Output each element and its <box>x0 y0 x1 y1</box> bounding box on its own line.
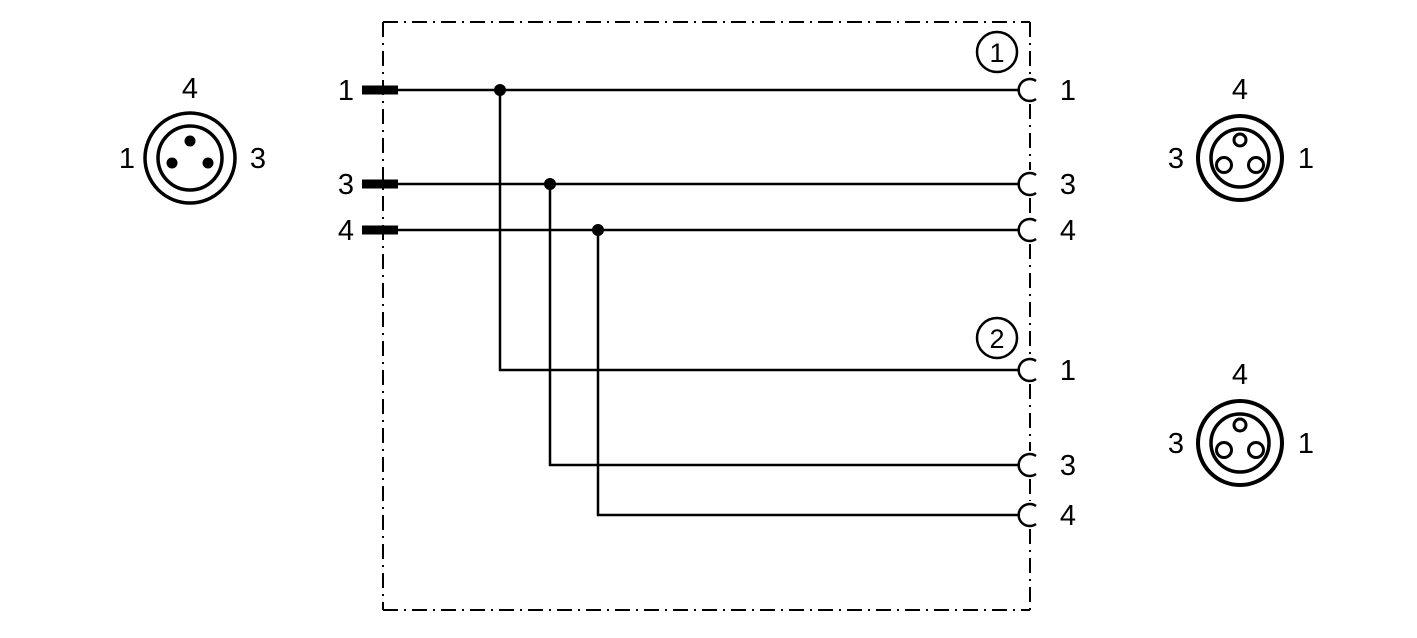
input-pin3-label: 3 <box>338 169 354 201</box>
right-connector-2-pin4-label: 4 <box>1232 359 1248 391</box>
output-1-pin1-contact <box>1017 77 1037 103</box>
output-1-badge-circle <box>975 30 1019 74</box>
right-connector-2: 4 3 1 <box>1168 359 1314 487</box>
input-pin3-terminal <box>362 179 398 189</box>
junction-box-outline <box>382 21 1031 611</box>
output-1-pin1-label: 1 <box>1060 75 1076 107</box>
right-connector-1-pin3-socket <box>1215 156 1233 174</box>
output-1-pin3-contact <box>1017 171 1037 197</box>
left-connector-outer-ring <box>143 111 237 205</box>
input-pin4-label: 4 <box>338 215 354 247</box>
right-connector-1-pin4-label: 4 <box>1232 74 1248 106</box>
left-connector-pin3-label: 3 <box>250 143 266 175</box>
output-2-pin1-contact <box>1017 357 1037 383</box>
input-terminals: 1 3 4 <box>338 75 398 247</box>
left-connector-pin1-label: 1 <box>119 143 135 175</box>
output-2: 2 1 3 4 <box>975 316 1076 532</box>
left-connector-inner-ring <box>156 124 224 192</box>
left-connector: 4 1 3 <box>119 73 266 205</box>
right-connector-1-pin3-label: 3 <box>1168 143 1184 175</box>
right-connector-2-pin4-socket <box>1232 417 1248 433</box>
junction-dot-pin1 <box>494 84 506 96</box>
output-1-pin3-label: 3 <box>1060 169 1076 201</box>
junction-dot-pin4 <box>592 224 604 236</box>
right-connector-1-pin1-socket <box>1247 156 1265 174</box>
left-connector-pin3-dot <box>202 157 214 169</box>
input-pin1-label: 1 <box>338 75 354 107</box>
right-connector-1: 4 3 1 <box>1168 74 1314 202</box>
output-2-pin3-label: 3 <box>1060 450 1076 482</box>
left-connector-pin4-dot <box>184 135 196 147</box>
output-2-pin3-contact <box>1017 452 1037 478</box>
wire-pin1-output2 <box>498 90 1020 372</box>
right-connector-1-pin4-socket <box>1232 132 1248 148</box>
right-connector-1-pin1-label: 1 <box>1298 143 1314 175</box>
wire-pin3-output2 <box>548 184 1020 467</box>
output-2-badge-circle <box>975 316 1019 360</box>
right-connector-2-pin1-label: 1 <box>1298 428 1314 460</box>
input-pin1-terminal <box>362 85 398 95</box>
wires <box>398 84 1020 517</box>
output-1: 1 1 3 4 <box>975 30 1076 247</box>
left-connector-pin1-dot <box>166 157 178 169</box>
right-connector-2-outer-ring <box>1196 399 1284 487</box>
right-connector-2-pin3-socket <box>1215 441 1233 459</box>
output-2-badge-label: 2 <box>989 324 1004 354</box>
output-1-pin4-contact <box>1017 217 1037 243</box>
wire-pin4-output2 <box>596 230 1020 517</box>
output-2-pin4-contact <box>1017 502 1037 528</box>
output-1-pin4-label: 4 <box>1060 215 1076 247</box>
right-connector-1-outer-ring <box>1196 114 1284 202</box>
right-connector-2-pin1-socket <box>1247 441 1265 459</box>
junction-dot-pin3 <box>544 178 556 190</box>
right-connector-1-inner-ring <box>1209 127 1271 189</box>
output-1-badge-label: 1 <box>989 38 1004 68</box>
input-pin4-terminal <box>362 225 398 235</box>
left-connector-pin4-label: 4 <box>182 73 198 105</box>
output-2-pin1-label: 1 <box>1060 355 1076 387</box>
right-connector-2-inner-ring <box>1209 412 1271 474</box>
output-2-pin4-label: 4 <box>1060 500 1076 532</box>
right-connector-2-pin3-label: 3 <box>1168 428 1184 460</box>
